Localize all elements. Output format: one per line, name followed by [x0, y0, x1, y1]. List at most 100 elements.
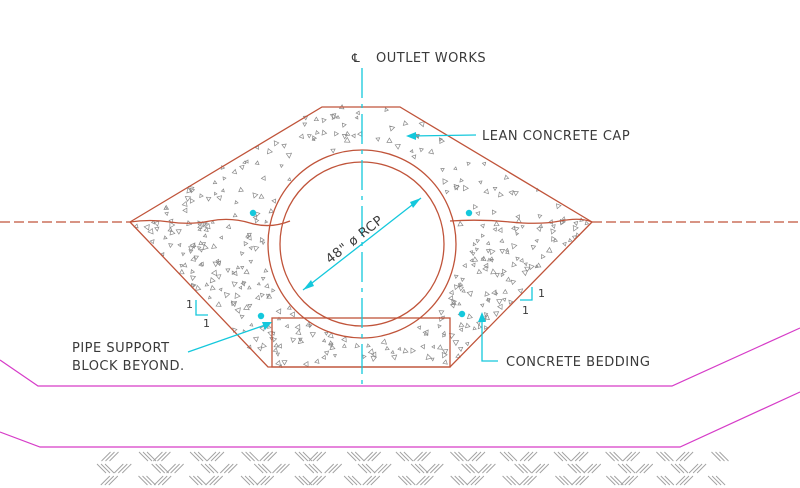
aggregate-mark: [499, 238, 505, 243]
aggregate-mark: [397, 346, 402, 351]
rock-hatch-line: [166, 463, 176, 474]
aggregate-mark: [341, 343, 347, 348]
aggregate-mark: [535, 262, 542, 268]
rock-hatch-line: [316, 451, 327, 462]
rock-hatch-line: [316, 475, 327, 486]
aggregate-mark: [189, 242, 196, 249]
rock-hatch-line: [263, 451, 274, 462]
rock-hatch-line: [429, 463, 440, 474]
foundation-rock-hatch: [96, 451, 729, 486]
aggregate-mark: [169, 229, 176, 236]
rock-hatch-line: [620, 475, 631, 486]
rock-hatch-line: [559, 475, 569, 486]
aggregate-mark: [459, 177, 464, 183]
rock-hatch-line: [531, 463, 542, 474]
rock-hatch-line: [347, 475, 358, 486]
aggregate-mark: [540, 253, 546, 260]
rock-hatch-line: [192, 475, 203, 486]
rock-hatch-line: [343, 475, 354, 486]
aggregate-mark: [489, 258, 494, 263]
rock-hatch-line: [609, 451, 619, 462]
aggregate-mark: [212, 261, 220, 268]
aggregate-mark: [240, 251, 245, 256]
aggregate-mark: [308, 323, 313, 329]
aggregate-mark: [290, 337, 297, 344]
aggregate-mark: [190, 275, 197, 282]
aggregate-mark: [458, 286, 465, 292]
rock-hatch-line: [142, 451, 153, 462]
aggregate-mark: [394, 144, 401, 150]
aggregate-mark: [428, 148, 435, 155]
rock-hatch-line: [157, 451, 167, 462]
rock-hatch-line: [174, 463, 184, 474]
aggregate-mark: [420, 344, 426, 350]
aggregate-mark: [247, 303, 253, 309]
aggregate-mark: [222, 176, 227, 181]
pipe-support-label-line2: BLOCK BEYOND.: [72, 359, 185, 374]
rock-hatch-line: [692, 463, 703, 474]
aggregate-mark: [545, 246, 553, 253]
rock-hatch-line: [578, 451, 589, 462]
aggregate-mark: [511, 261, 518, 268]
rock-hatch-line: [683, 451, 694, 462]
rock-hatch-line: [527, 451, 538, 462]
rock-hatch-line: [715, 475, 726, 486]
rock-hatch-line: [350, 451, 361, 462]
concrete-bedding-leader: [481, 316, 498, 362]
aggregate-mark: [207, 295, 212, 300]
aggregate-mark: [314, 358, 320, 364]
rock-hatch-line: [108, 475, 119, 486]
aggregate-mark: [485, 298, 491, 303]
aggregate-mark: [568, 237, 573, 243]
aggregate-mark: [524, 266, 531, 273]
aggregate-mark: [289, 311, 295, 318]
aggregate-mark: [272, 347, 279, 353]
aggregate-mark: [215, 274, 222, 280]
aggregate-mark: [243, 268, 250, 275]
aggregate-mark: [489, 248, 496, 256]
aggregate-mark: [469, 258, 474, 263]
rock-hatch-line: [104, 463, 115, 474]
cap-base-line-right: [449, 218, 593, 224]
rock-hatch-line: [639, 463, 650, 474]
aggregate-mark: [538, 223, 544, 229]
rock-hatch-line: [679, 451, 690, 462]
rock-hatch-line: [675, 451, 686, 462]
aggregate-mark: [169, 221, 176, 229]
aggregate-mark: [230, 300, 238, 308]
aggregate-mark: [297, 337, 305, 345]
rock-hatch-line: [570, 451, 581, 462]
aggregate-mark: [485, 249, 491, 254]
aggregate-mark: [472, 326, 477, 331]
aggregate-mark: [181, 200, 188, 207]
rock-hatch-line: [555, 475, 565, 486]
aggregate-mark: [211, 243, 218, 249]
rock-hatch-line: [365, 463, 376, 474]
aggregate-mark: [271, 331, 276, 336]
aggregate-mark: [508, 190, 514, 196]
aggregate-mark: [200, 222, 207, 228]
aggregate-mark: [255, 211, 261, 218]
aggregate-mark: [153, 220, 160, 227]
aggregate-mark: [214, 191, 218, 196]
aggregate-mark: [494, 272, 500, 278]
rock-hatch-line: [362, 475, 373, 486]
aggregate-mark: [481, 161, 487, 167]
aggregate-mark: [218, 235, 224, 240]
centerline-symbol: ℄: [351, 51, 360, 65]
aggregate-mark: [411, 154, 417, 160]
aggregate-mark: [254, 145, 260, 150]
rock-hatch-line: [482, 463, 492, 474]
aggregate-mark: [520, 225, 525, 229]
rock-hatch-line: [206, 451, 217, 462]
aggregate-mark: [498, 191, 504, 198]
aggregate-mark: [505, 276, 511, 282]
aggregate-mark: [441, 330, 446, 336]
rock-hatch-line: [670, 463, 681, 474]
aggregate-mark: [215, 301, 222, 307]
rock-hatch-line: [188, 475, 199, 486]
aggregate-mark: [341, 122, 347, 128]
aggregate-mark: [453, 284, 460, 291]
rock-hatch-line: [370, 475, 381, 486]
aggregate-mark: [484, 312, 489, 317]
